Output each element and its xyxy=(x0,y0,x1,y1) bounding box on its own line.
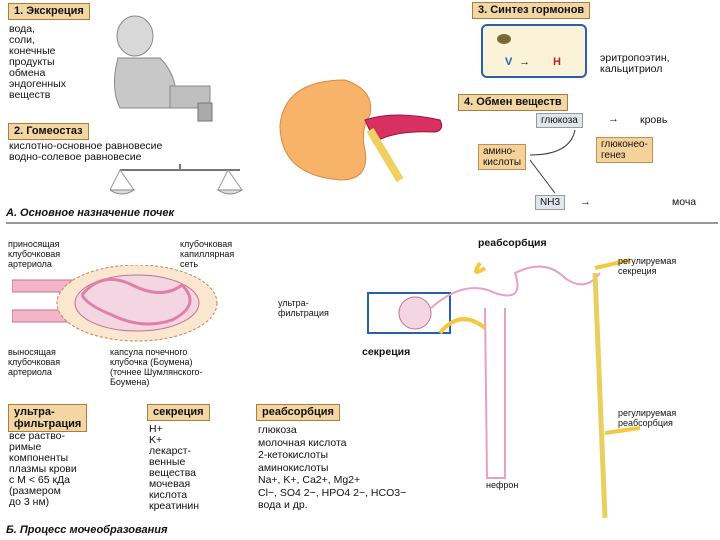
ultrafiltration-callout: ультра- фильтрация xyxy=(278,298,329,318)
table-col1-text: все раство- римые компоненты плазмы кров… xyxy=(9,430,77,508)
regulated-reabsorption-label: регулируемая реабсорбция xyxy=(618,408,677,428)
regulated-secretion-label: регулируемая секреция xyxy=(618,256,677,276)
excretion-label: 1. Экскреция xyxy=(8,3,90,20)
hormones-label: 3. Синтез гормонов xyxy=(472,2,591,19)
reabsorption-top-label: реабсорбция xyxy=(478,237,547,249)
capsule-label: капсула почечного клубочка (Боумена) (то… xyxy=(110,347,203,387)
table-col2-header: секреция xyxy=(147,404,210,421)
efferent-label: выносящая клубочковая артериола xyxy=(8,347,61,377)
urine-label: моча xyxy=(672,196,697,208)
table-col3-header: реабсорбция xyxy=(256,404,340,421)
hormone-cell-box: V → H xyxy=(481,24,587,78)
amino-acids-chip: амино- кислоты xyxy=(478,144,527,170)
nh3-urine-arrow-icon: → xyxy=(580,196,591,208)
excretion-items: вода, соли, конечные продукты обмена энд… xyxy=(9,23,66,101)
homeostasis-line2: водно-солевое равновесие xyxy=(9,151,142,163)
hormone-v: V xyxy=(505,56,513,68)
balance-scale-icon xyxy=(110,164,244,195)
table-col2-items: H+ K+ лекарст- венные вещества мочевая к… xyxy=(149,423,200,512)
hormone-arrow-icon: → xyxy=(519,56,530,68)
afferent-label: приносящая клубочковая артериола xyxy=(8,239,61,269)
table-col3-items: глюкоза молочная кислота 2-кетокислоты а… xyxy=(258,424,407,511)
blood-label: кровь xyxy=(640,114,668,126)
nephron-label: нефрон xyxy=(486,480,519,490)
metabolism-arrows xyxy=(529,129,576,194)
homeostasis-label: 2. Гомеостаз xyxy=(8,123,89,140)
glucose-chip: глюкоза xyxy=(536,113,583,128)
secretion-label: секреция xyxy=(362,346,411,358)
glucose-blood-arrow-icon: → xyxy=(608,113,619,125)
section-a-divider xyxy=(6,222,718,224)
gluconeogenesis-chip: глюконео- генез xyxy=(596,137,653,163)
section-b-title: Б. Процесс мочеобразования xyxy=(6,524,168,536)
section-a-title: А. Основное назначение почек xyxy=(6,207,175,219)
table-col1-header: ультра- фильтрация xyxy=(8,404,88,432)
nephron-illustration xyxy=(367,258,641,519)
capillary-label: клубочковая капиллярная сеть xyxy=(180,239,235,269)
kidney-illustration xyxy=(279,79,443,183)
nh3-chip: NH3 xyxy=(535,195,566,210)
cell-nucleus xyxy=(497,34,511,44)
person-figure xyxy=(114,15,213,122)
metabolism-label: 4. Обмен веществ xyxy=(458,94,568,111)
homeostasis-line1: кислотно-основное равновесие xyxy=(9,140,163,152)
glomerulus-illustration xyxy=(12,265,218,342)
hormone-products: эритропоэтин, кальцитриол xyxy=(600,52,670,75)
hormone-h: H xyxy=(553,56,561,68)
